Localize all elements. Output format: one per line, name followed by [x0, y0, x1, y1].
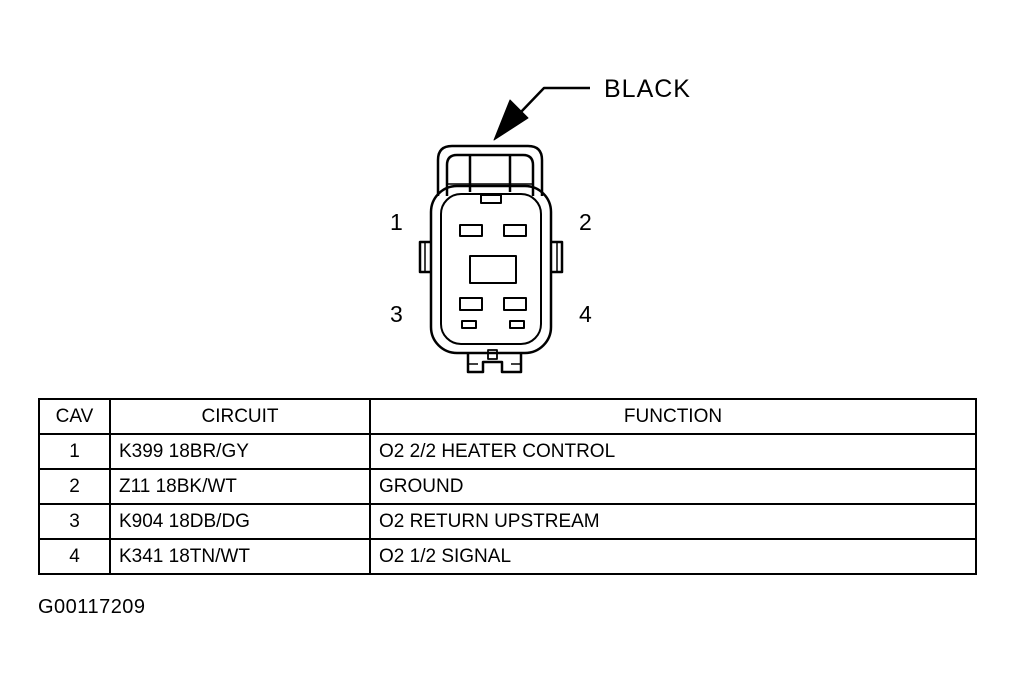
cavity-label-4: 4 [579, 301, 592, 327]
function-cell: O2 2/2 HEATER CONTROL [369, 433, 977, 470]
connector-diagram: BLACK 1 2 3 4 [390, 75, 691, 374]
circuit-cell: Z11 18BK/WT [109, 468, 371, 505]
table-header-row: CAV CIRCUIT FUNCTION [38, 398, 977, 435]
cavity-label-2: 2 [579, 209, 592, 235]
circuit-cell: K399 18BR/GY [109, 433, 371, 470]
header-cav: CAV [38, 398, 111, 435]
function-cell: GROUND [369, 468, 977, 505]
table-row: 1 K399 18BR/GY O2 2/2 HEATER CONTROL [38, 433, 977, 470]
table-row: 4 K341 18TN/WT O2 1/2 SIGNAL [38, 538, 977, 575]
cavity-1-terminal [459, 224, 483, 237]
cavity-4-terminal [503, 297, 527, 311]
pinout-table: CAV CIRCUIT FUNCTION 1 K399 18BR/GY O2 2… [38, 398, 977, 575]
latch-inner [445, 153, 535, 196]
function-cell: O2 1/2 SIGNAL [369, 538, 977, 575]
cav-cell: 1 [38, 433, 111, 470]
connector-color-label: BLACK [604, 75, 691, 103]
cav-cell: 2 [38, 468, 111, 505]
table-row: 2 Z11 18BK/WT GROUND [38, 468, 977, 505]
cav-cell: 3 [38, 503, 111, 540]
connector-latch [436, 144, 544, 196]
connector-face [440, 193, 542, 345]
cavity-label-3: 3 [390, 301, 403, 327]
circuit-cell: K904 18DB/DG [109, 503, 371, 540]
figure-id: G00117209 [38, 596, 146, 618]
center-keyway [469, 255, 517, 284]
cavity-label-1: 1 [390, 209, 403, 235]
leader-line [519, 86, 590, 114]
header-circuit: CIRCUIT [109, 398, 371, 435]
cavity-3-terminal [459, 297, 483, 311]
cav-cell: 4 [38, 538, 111, 575]
arrowhead [493, 99, 529, 141]
function-cell: O2 RETURN UPSTREAM [369, 503, 977, 540]
table-row: 3 K904 18DB/DG O2 RETURN UPSTREAM [38, 503, 977, 540]
connector-body [429, 184, 553, 355]
header-function: FUNCTION [369, 398, 977, 435]
bottom-clip [466, 353, 523, 374]
cavity-2-terminal [503, 224, 527, 237]
circuit-cell: K341 18TN/WT [109, 538, 371, 575]
